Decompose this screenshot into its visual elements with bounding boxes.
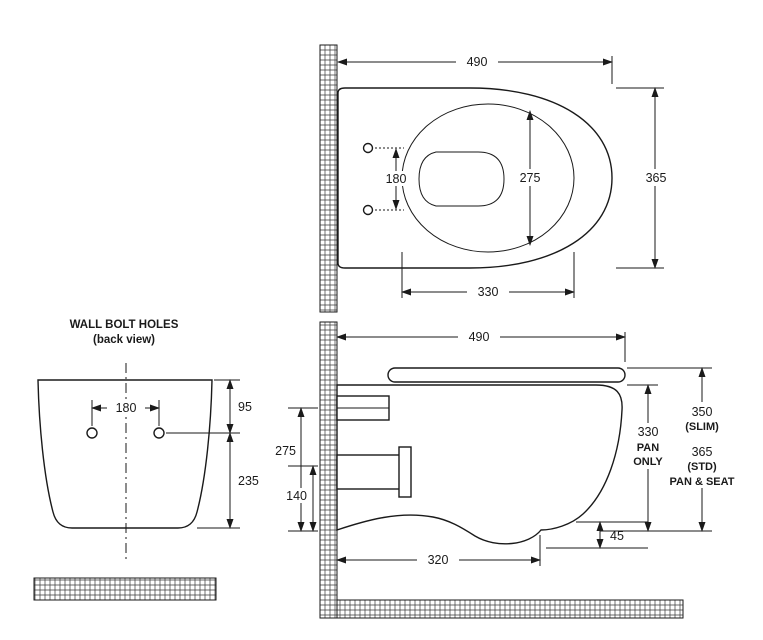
- pan-seat-label: PAN & SEAT: [670, 476, 735, 488]
- outlet-pipe: [336, 454, 402, 490]
- top-view: 490 365 275 330 180: [319, 44, 675, 313]
- label-bg: [107, 400, 145, 415]
- dim-label-std-height: 365: [692, 445, 713, 459]
- wall-bolt-hole-left: [86, 427, 98, 439]
- wall-hatch-side-view: [319, 321, 338, 619]
- dim-label-pan-only-height: 330: [638, 425, 659, 439]
- wall-hatch-top-view: [319, 44, 338, 313]
- back-view-subtitle: (back view): [93, 334, 155, 346]
- floor-hatch-back-view: [33, 577, 217, 601]
- dim-label-bottom-gap: 45: [610, 529, 624, 543]
- outlet-flange: [398, 446, 412, 498]
- back-view: WALL BOLT HOLES (back view) 180 95 235: [33, 319, 259, 601]
- std-label: (STD): [687, 461, 717, 473]
- dim-label-inlet-height: 275: [275, 444, 296, 458]
- label-bg: [467, 283, 509, 300]
- dim-label-slim-height: 350: [692, 405, 713, 419]
- slim-label: (SLIM): [685, 421, 719, 433]
- pan-plan-outline: [337, 87, 613, 269]
- bolt-hole-top-right: [362, 204, 374, 216]
- floor-hatch-side-view: [336, 599, 684, 619]
- label-bg: [664, 402, 740, 488]
- bolt-hole-top-left: [362, 142, 374, 154]
- back-view-title: WALL BOLT HOLES: [70, 319, 179, 331]
- label-bg: [458, 328, 500, 345]
- dim-label-bolt-spacing: 180: [386, 172, 407, 186]
- pan-side-outline: [336, 384, 623, 545]
- pan-back-outline: [37, 379, 213, 529]
- dim-label-width: 365: [646, 171, 667, 185]
- label-bg: [379, 171, 413, 186]
- dim-label-top-to-holes: 95: [238, 400, 252, 414]
- dim-label-bolt-spacing-back: 180: [116, 401, 137, 415]
- label-bg: [279, 488, 308, 503]
- label-bg: [628, 423, 668, 469]
- label-bg: [417, 551, 459, 568]
- dim-label-seat-width: 330: [478, 285, 499, 299]
- label-bg: [512, 169, 549, 186]
- pan-only-label-2: ONLY: [633, 456, 663, 468]
- label-bg: [456, 53, 498, 70]
- dim-label-outlet-height: 140: [286, 489, 307, 503]
- dim-label-holes-to-bottom: 235: [238, 474, 259, 488]
- dim-label-seat-length: 275: [520, 171, 541, 185]
- dim-label-depth-side: 490: [469, 330, 490, 344]
- dim-label-base-depth: 320: [428, 553, 449, 567]
- dim-label-depth: 490: [467, 55, 488, 69]
- seat-lid-profile: [387, 367, 626, 383]
- pan-only-label-1: PAN: [637, 442, 659, 454]
- side-view: 490 275 140 320 45 330 PAN ONLY 350: [275, 321, 740, 619]
- label-bg: [637, 169, 675, 186]
- water-surface-outline: [418, 151, 505, 207]
- wall-bolt-hole-right: [153, 427, 165, 439]
